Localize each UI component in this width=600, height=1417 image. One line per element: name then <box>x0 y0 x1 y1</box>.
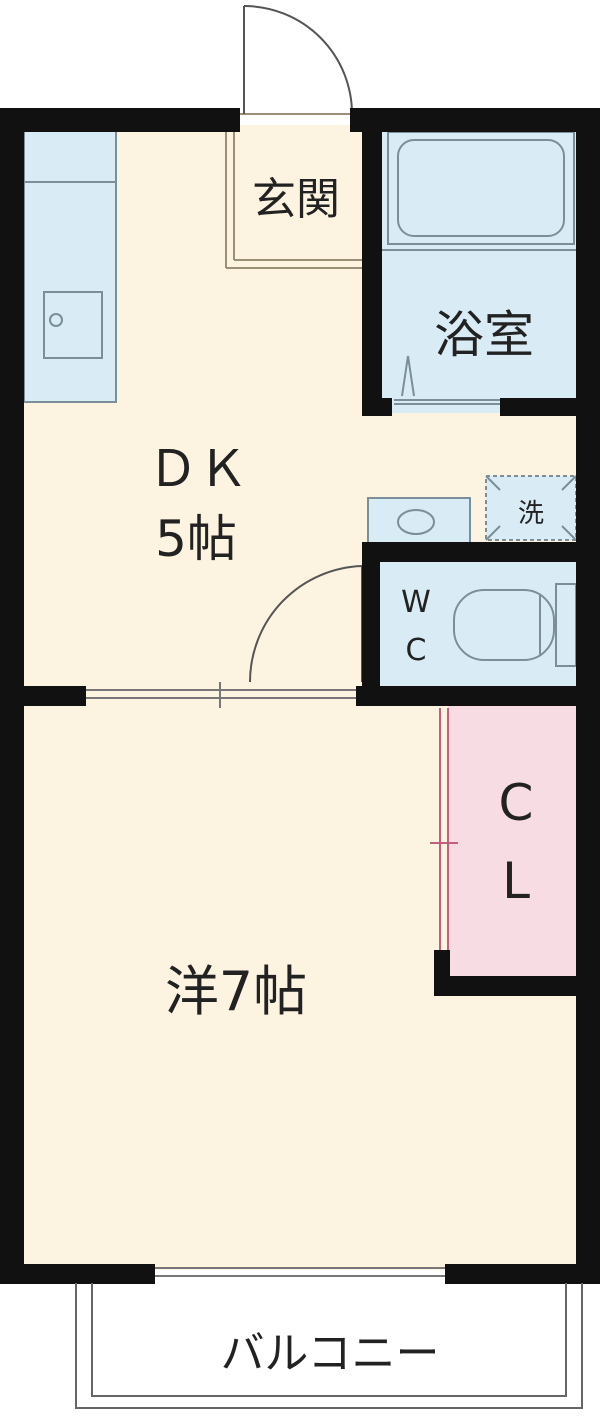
wc-label-w: W <box>401 585 431 620</box>
sliding-door <box>86 682 356 708</box>
wc-area <box>378 562 580 686</box>
wc-label-c: C <box>406 633 427 668</box>
entrance-door <box>243 5 353 115</box>
closet-label-l: L <box>502 852 530 910</box>
closet-label-c: C <box>499 774 534 832</box>
entrance-label: 玄関 <box>252 174 340 225</box>
bath-area <box>378 125 580 413</box>
kitchen-counter <box>23 129 117 403</box>
western-room-label: 洋7帖 <box>165 960 307 1023</box>
washer-space <box>485 475 577 541</box>
bath-label: 浴室 <box>434 306 534 364</box>
dk-size-label: 5帖 <box>155 510 237 568</box>
washbasin <box>367 497 471 545</box>
balcony-window <box>155 1267 445 1277</box>
balcony <box>75 1283 583 1409</box>
bath-door <box>394 355 502 405</box>
washer-label: 洗 <box>518 499 544 529</box>
closet-door <box>430 708 458 968</box>
closet-area <box>448 705 580 979</box>
balcony-label: バルコニー <box>220 1328 439 1379</box>
dk-type-label: ＤＫ <box>148 440 248 498</box>
walls <box>0 108 600 1284</box>
entrance-area <box>225 113 362 269</box>
